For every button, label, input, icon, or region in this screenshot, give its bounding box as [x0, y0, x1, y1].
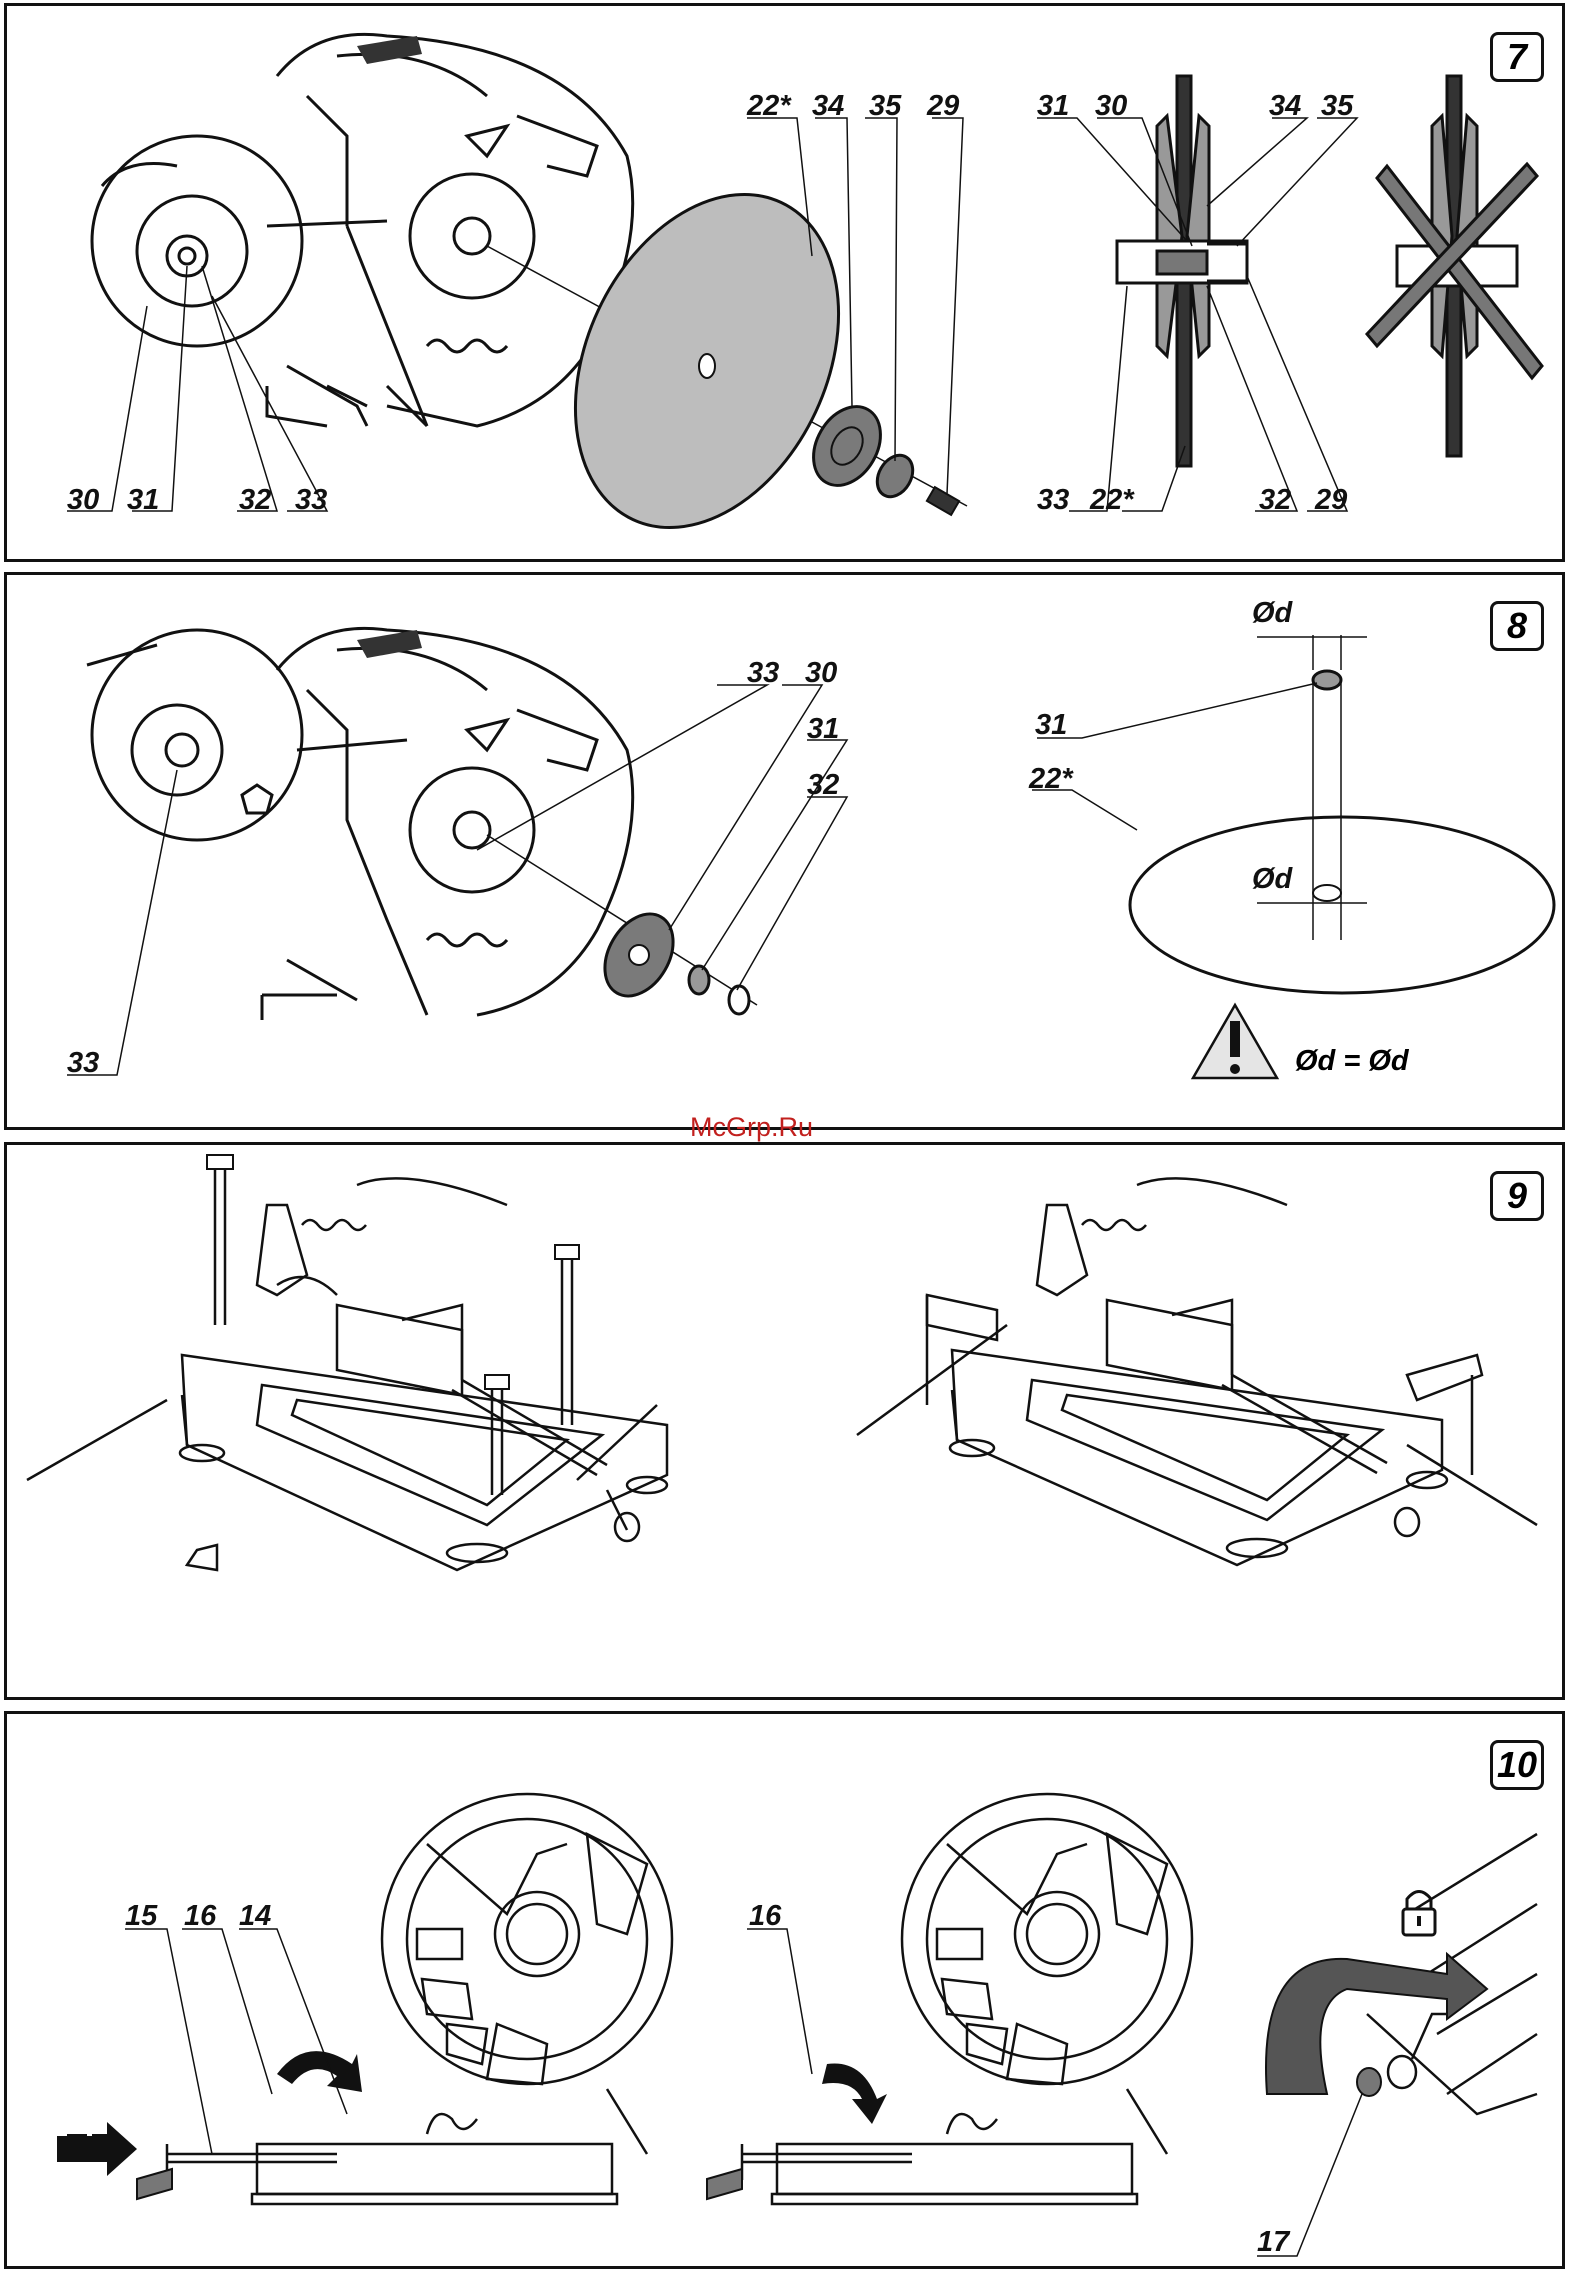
- section-label-30: 30: [1095, 92, 1127, 121]
- section-label-35: 35: [1321, 92, 1353, 121]
- section-label-32: 32: [1259, 486, 1291, 515]
- blade-22: [1130, 817, 1554, 993]
- figure-9-drawing: [7, 1145, 1568, 1703]
- label-22-star: 22*: [747, 92, 791, 121]
- detail-zoom-circle: [92, 630, 302, 840]
- diameter-label-bottom: Ød: [1252, 865, 1292, 894]
- label-14: 14: [239, 1902, 271, 1931]
- label-16-right: 16: [749, 1902, 781, 1931]
- feed-arrow: [57, 2122, 137, 2176]
- handle-17: [1357, 2068, 1381, 2096]
- rotate-left-arrow: [277, 2051, 362, 2092]
- label-31: 31: [127, 486, 159, 515]
- label-22-star: 22*: [1029, 765, 1073, 794]
- left-base: [257, 2144, 612, 2194]
- ring-31-detail: [1313, 671, 1341, 689]
- figure-10-drawing: [7, 1714, 1568, 2272]
- label-15: 15: [125, 1902, 157, 1931]
- label-30: 30: [67, 486, 99, 515]
- detail-zoom-circle: [92, 136, 302, 346]
- label-31: 31: [807, 715, 839, 744]
- label-34: 34: [812, 92, 844, 121]
- right-base: [777, 2144, 1132, 2194]
- label-16: 16: [184, 1902, 216, 1931]
- label-17: 17: [1257, 2228, 1289, 2257]
- figure-8-panel: 8: [4, 572, 1565, 1130]
- section-label-22-star: 22*: [1090, 486, 1134, 515]
- label-33: 33: [747, 659, 779, 688]
- diameter-equation: Ød = Ød: [1295, 1045, 1409, 1078]
- label-31-right: 31: [1035, 711, 1067, 740]
- section-view: [1117, 76, 1247, 466]
- label-32: 32: [807, 771, 839, 800]
- section-label-34: 34: [1269, 92, 1301, 121]
- section-label-29: 29: [1315, 486, 1347, 515]
- left-saw-guard: [382, 1794, 672, 2084]
- diameter-label-top: Ød: [1252, 599, 1292, 628]
- figure-7-panel: 7: [4, 3, 1565, 562]
- label-29: 29: [927, 92, 959, 121]
- label-33: 33: [295, 486, 327, 515]
- bolt-head-1: [207, 1155, 233, 1169]
- label-35: 35: [869, 92, 901, 121]
- rotate-right-arrow: [822, 2063, 887, 2124]
- watermark: McGrp.Ru: [690, 1112, 813, 1143]
- label-33-detail: 33: [67, 1049, 99, 1078]
- section-label-33: 33: [1037, 486, 1069, 515]
- figure-10-panel: 10: [4, 1711, 1565, 2269]
- figure-9-panel: 9: [4, 1142, 1565, 1700]
- section-label-31: 31: [1037, 92, 1069, 121]
- label-32: 32: [239, 486, 271, 515]
- label-30: 30: [805, 659, 837, 688]
- bolt-head-3: [485, 1375, 509, 1389]
- bolt-head-2: [555, 1245, 579, 1259]
- ring-31: [689, 966, 709, 994]
- right-saw-guard: [902, 1794, 1192, 2084]
- ring-32: [729, 986, 749, 1014]
